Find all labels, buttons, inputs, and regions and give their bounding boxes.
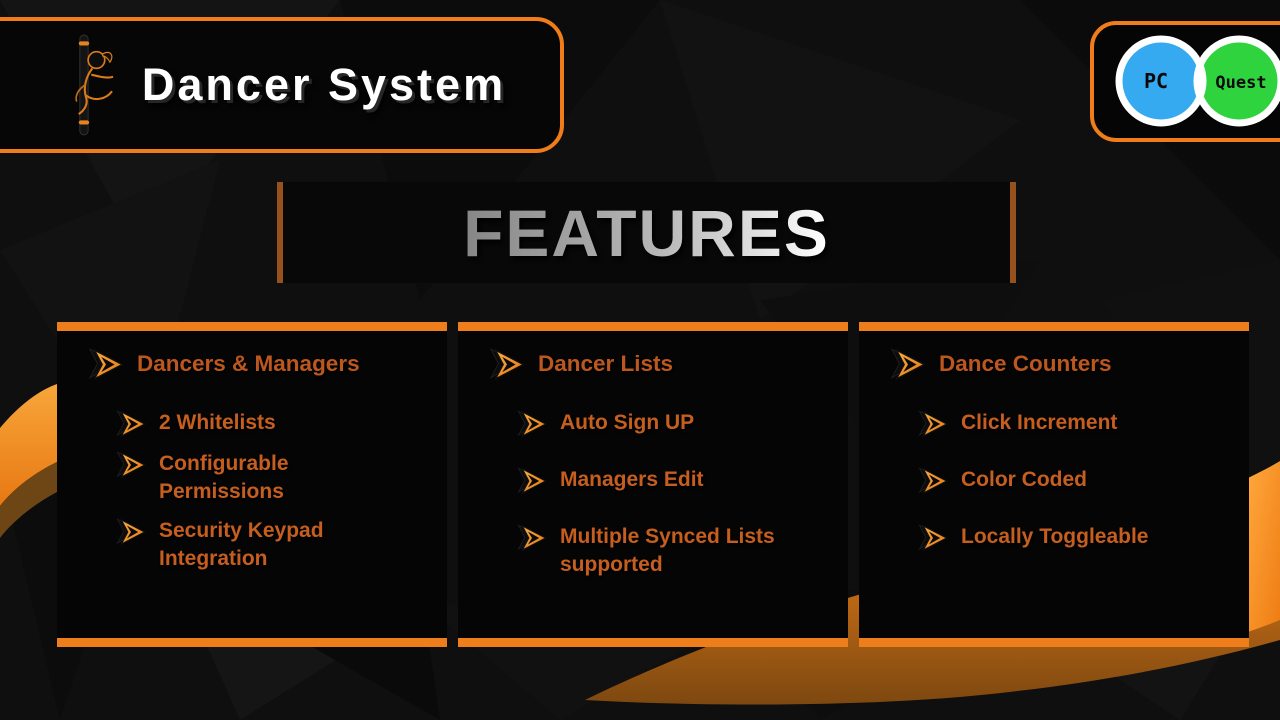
arrow-icon [516,524,548,552]
list-item: Managers Edit [516,466,848,495]
card-title: Dancer Lists [538,351,674,376]
list-item: Color Coded [917,466,1249,495]
list-item: Locally Toggleable [917,523,1249,552]
list-item: Configurable Permissions [115,450,447,505]
list-item: Click Increment [917,409,1249,438]
card-dancers-managers: Dancers & Managers 2 Whitelists Configur… [57,322,447,647]
list-item: Multiple Synced Lists supported [516,523,848,578]
page-title: FEATURES [463,195,830,270]
arrow-icon [115,410,147,438]
brand-title: Dancer System [141,59,507,110]
arrow-icon [488,348,526,381]
arrow-icon [115,518,147,546]
arrow-icon [115,451,147,479]
quest-circle [1197,39,1280,123]
pc-circle [1119,39,1203,123]
arrow-icon [917,524,949,552]
arrow-icon [516,410,548,438]
card-title: Dancers & Managers [137,351,360,376]
list-item: 2 Whitelists [115,409,447,438]
pc-label: PC [1144,69,1168,93]
features-band: FEATURES [277,182,1016,283]
card-title: Dance Counters [939,351,1112,376]
card-dance-counters: Dance Counters Click Increment Color Cod… [859,322,1249,647]
list-item: Auto Sign UP [516,409,848,438]
arrow-icon [917,467,949,495]
pole-dancer-icon [75,34,114,136]
arrow-icon [87,348,125,381]
platform-venn: PC Quest [1115,35,1280,127]
list-item: Security Keypad Integration [115,517,447,572]
arrow-icon [917,410,949,438]
platform-badge: PC Quest [1090,21,1280,142]
quest-label: Quest [1215,73,1266,93]
card-dancer-lists: Dancer Lists Auto Sign UP Managers Edit … [458,322,848,647]
brand-banner: Dancer System [0,17,564,153]
arrow-icon [516,467,548,495]
arrow-icon [889,348,927,381]
